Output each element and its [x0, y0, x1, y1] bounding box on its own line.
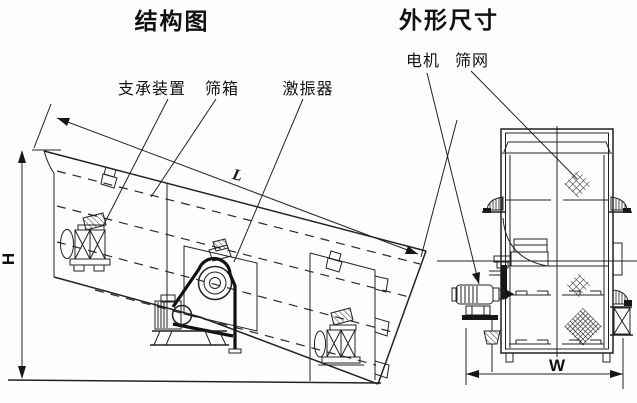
side-bracket: [612, 242, 623, 276]
height-dimension-label: H: [0, 253, 18, 265]
support-spring-right: [314, 307, 364, 366]
dimension-view: 外形尺寸 电机 筛网: [399, 7, 637, 389]
hanger-lug: [100, 166, 118, 189]
length-dimension-label: L: [230, 166, 245, 185]
screen-mesh-patch-bottom: [564, 308, 602, 346]
screen-body-end-view: [437, 126, 637, 363]
exciter-label: 激振器: [282, 80, 333, 98]
spring-mount-bracket: [82, 212, 107, 231]
exciter-pulley: [197, 265, 233, 301]
deck-dashed-line: [56, 205, 410, 298]
support-spring-left: [60, 212, 111, 272]
ground-line: [7, 379, 382, 384]
chute-profile-curve: [502, 217, 548, 267]
motor-assembly: [451, 255, 511, 372]
leader-line-support-device: [102, 98, 169, 227]
motor-counterweight: [483, 330, 501, 345]
screen-mesh-patch-top: [564, 170, 592, 198]
support-device-label: 支承装置: [118, 80, 186, 98]
leader-line-motor: [426, 72, 480, 285]
screen-box-label: 筛箱: [205, 79, 239, 98]
screen-mesh-patch-middle: [567, 273, 591, 297]
panel-tab: [374, 275, 389, 293]
motor-label: 电机: [406, 52, 440, 70]
dimension-W: W: [465, 328, 624, 389]
suspension-ear-right: [608, 196, 632, 213]
deck-dashed-line: [56, 170, 421, 265]
screen-mesh-label: 筛网: [455, 51, 489, 70]
suspension-spring-right-view: [610, 289, 633, 336]
hanger-lug: [325, 250, 343, 273]
spring-mount-bracket: [330, 307, 354, 326]
structure-view: 结构图 支承装置 筛箱 激振器: [0, 8, 458, 385]
dimension-H: H: [0, 149, 61, 379]
suspension-ear-left: [482, 196, 506, 213]
exciter-assembly: [150, 238, 258, 354]
panel-tab: [374, 317, 390, 337]
screen-box-outline: [43, 150, 427, 385]
structure-title: 结构图: [135, 8, 210, 34]
support-leg: [505, 352, 514, 363]
exciter-motor: [154, 294, 182, 330]
motor-bench: [150, 330, 229, 346]
bearing-block: [501, 265, 507, 299]
drive-belt: [171, 256, 237, 349]
panel-tab: [374, 360, 390, 379]
dimension-L: L: [33, 103, 458, 258]
support-leg: [602, 352, 611, 363]
guard-foot: [228, 348, 242, 354]
leader-line-screen-box: [150, 98, 217, 198]
width-dimension-label: W: [549, 356, 566, 375]
leader-line-exciter: [233, 98, 304, 263]
outline-title: 外形尺寸: [399, 7, 499, 33]
leader-line-screen-mesh: [470, 70, 578, 180]
motor-pulley: [171, 304, 193, 326]
